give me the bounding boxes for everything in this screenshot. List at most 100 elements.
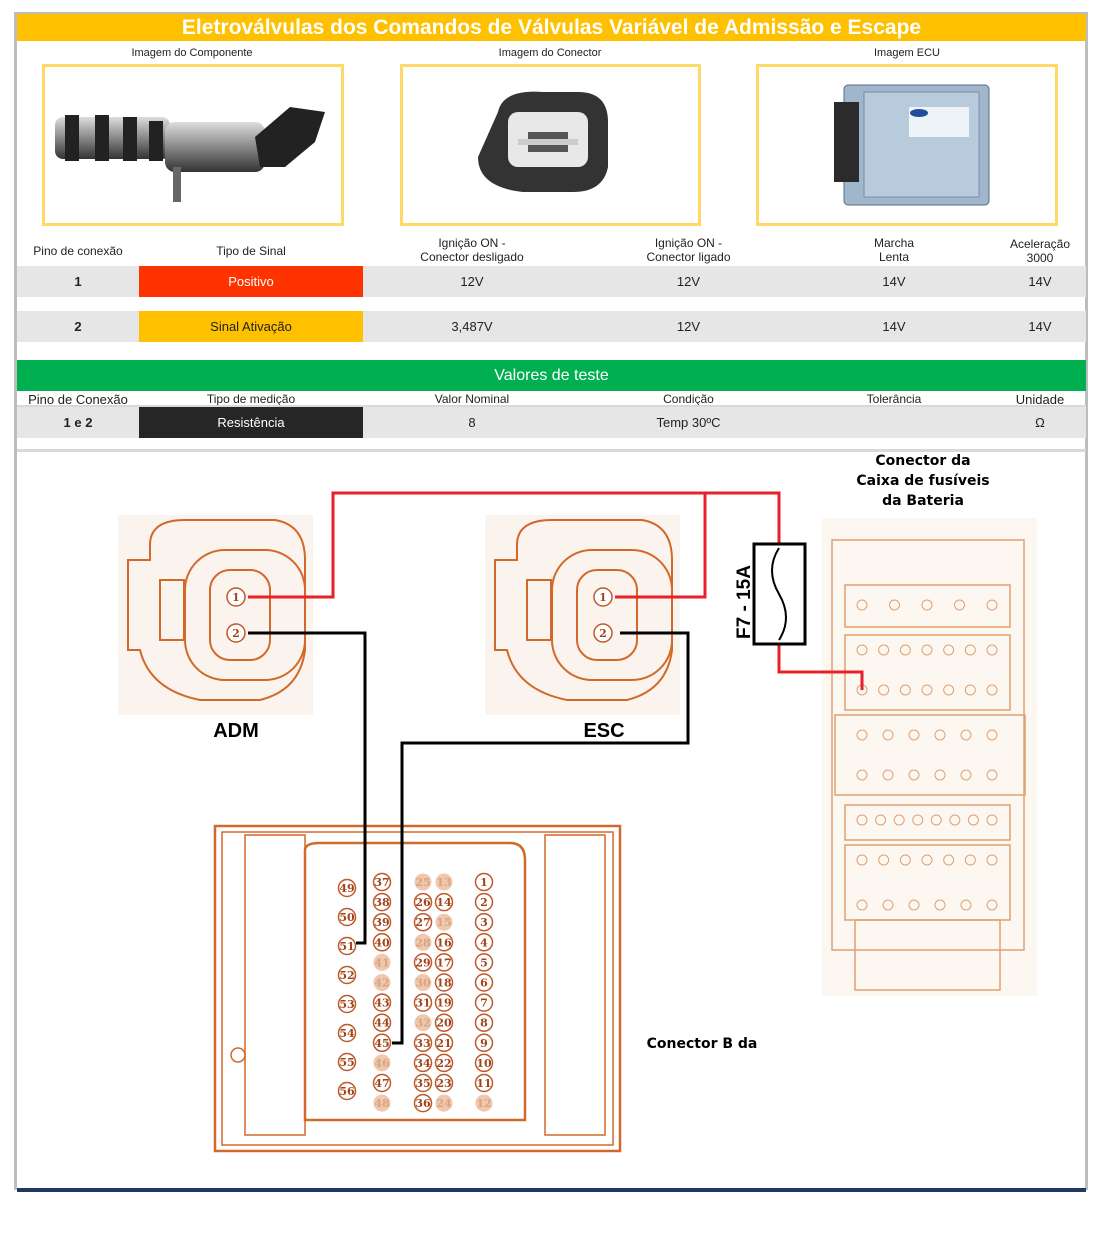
pin-22 xyxy=(434,1053,454,1073)
fuse-terminal xyxy=(964,644,976,656)
pin-53 xyxy=(337,994,357,1014)
fuse-terminal xyxy=(934,729,946,741)
fuse-terminal xyxy=(986,769,998,781)
pin-label: 11 xyxy=(476,1077,491,1090)
pin-label: 18 xyxy=(436,977,452,990)
pin-30 xyxy=(414,974,432,991)
pin-label: 1 xyxy=(599,591,607,604)
connector-image xyxy=(400,64,701,226)
pin-2 xyxy=(226,623,246,643)
value-cell: 14V xyxy=(1028,274,1052,289)
fuse-terminal xyxy=(878,644,890,656)
fuse-terminal xyxy=(967,814,979,826)
divider xyxy=(17,405,1086,408)
pin-label: 42 xyxy=(374,977,389,990)
esc-signal-wire xyxy=(392,631,690,1045)
fuse-element xyxy=(771,547,787,641)
pin-37 xyxy=(372,872,392,892)
fuse-terminal xyxy=(856,599,868,611)
pin-label: 43 xyxy=(374,997,389,1010)
pin-label: 30 xyxy=(415,977,431,990)
table-row: 1 e 2 Resistência 8 Temp 30ºC Ω xyxy=(17,407,1086,438)
page-title: Eletroválvulas dos Comandos de Válvulas … xyxy=(17,14,1086,41)
header-unit: Unidade xyxy=(1015,392,1065,407)
fuse-terminal xyxy=(856,814,868,826)
pin-3 xyxy=(474,912,494,932)
fuse-terminal xyxy=(943,644,955,656)
pin-48 xyxy=(373,1094,391,1112)
pin-label: 9 xyxy=(480,1037,488,1050)
pin-label: 54 xyxy=(339,1027,355,1040)
pin-18 xyxy=(434,973,454,992)
component-image-label: Imagem do Componente xyxy=(131,47,253,59)
value-cell: 14V xyxy=(882,274,906,289)
table-row: 1 Positivo 12V 12V 14V 14V xyxy=(17,266,1086,297)
ecu-pins: 4950515253545556373839404142434445464748… xyxy=(337,872,494,1113)
pin-33 xyxy=(413,1033,433,1053)
solenoid-valve-icon xyxy=(55,107,325,202)
pin-label: 48 xyxy=(374,1097,390,1110)
pin-label: 50 xyxy=(339,911,355,924)
pin-label: 28 xyxy=(415,936,431,949)
pin-label: 24 xyxy=(436,1097,452,1110)
pin-label: 19 xyxy=(436,997,451,1010)
fuse-terminal xyxy=(934,899,946,911)
pin-8 xyxy=(474,1013,494,1032)
value-cell: 14V xyxy=(1028,319,1052,334)
pin-56 xyxy=(337,1081,357,1101)
fusebox-label-line3: da Bateria xyxy=(882,493,964,509)
pin-label: 44 xyxy=(374,1017,390,1030)
wires xyxy=(248,491,864,1045)
pin-label: 1 xyxy=(232,591,240,604)
pin-2 xyxy=(593,623,613,643)
pin-42 xyxy=(373,974,391,991)
fusebox-label-line2: Caixa de fusíveis xyxy=(856,473,989,489)
pin-label: 17 xyxy=(436,956,451,969)
fuse-terminal xyxy=(921,599,933,611)
pin-label: 3 xyxy=(480,916,488,929)
pin-label: 41 xyxy=(374,956,389,969)
fuse-terminal xyxy=(921,684,933,696)
fuse-terminal xyxy=(889,599,900,611)
pin-1 xyxy=(474,872,494,892)
pin-21 xyxy=(434,1033,454,1053)
pin-label: 12 xyxy=(476,1097,491,1110)
value-cell: 14V xyxy=(882,319,906,334)
pin-label: 2 xyxy=(599,627,607,640)
pin-label: 2 xyxy=(480,896,488,909)
fuse-terminal xyxy=(986,854,998,866)
sheet-frame xyxy=(14,12,1088,1190)
ecu-module-icon xyxy=(834,84,990,206)
connector-image-label: Imagem do Conector xyxy=(498,47,602,59)
unit-cell: Ω xyxy=(1035,415,1045,430)
fuse-terminal xyxy=(986,814,998,826)
pin-7 xyxy=(474,993,494,1012)
pin-34 xyxy=(413,1053,433,1073)
fuse-terminal xyxy=(893,814,905,826)
fuse-terminal xyxy=(899,644,911,656)
pin-label: 35 xyxy=(415,1077,430,1090)
fuse-terminal xyxy=(878,684,890,696)
pin-label: 49 xyxy=(339,882,354,895)
pin-label: 56 xyxy=(339,1085,355,1098)
nominal-cell: 8 xyxy=(468,415,476,430)
pin-label: 47 xyxy=(374,1077,389,1090)
ecu-image-label: Imagem ECU xyxy=(873,47,941,59)
pin-45 xyxy=(372,1033,392,1053)
fusebox-label-line1: Conector da xyxy=(875,453,970,469)
esc-connector-drawing xyxy=(485,515,680,715)
pin-43 xyxy=(372,993,392,1012)
pin-label: 22 xyxy=(436,1057,451,1070)
fuse-terminal xyxy=(954,599,965,611)
header-idle: Marcha Lenta xyxy=(873,236,914,264)
fuse-terminal xyxy=(908,899,920,911)
bottom-rule xyxy=(17,1188,1086,1192)
fuse-terminal xyxy=(908,769,920,781)
pin-44 xyxy=(372,1013,392,1032)
pin-49 xyxy=(337,878,357,898)
esc-label: ESC xyxy=(583,720,624,742)
fuse-terminal xyxy=(882,729,894,741)
pin-label: 55 xyxy=(339,1056,354,1069)
pin-15 xyxy=(435,913,453,931)
